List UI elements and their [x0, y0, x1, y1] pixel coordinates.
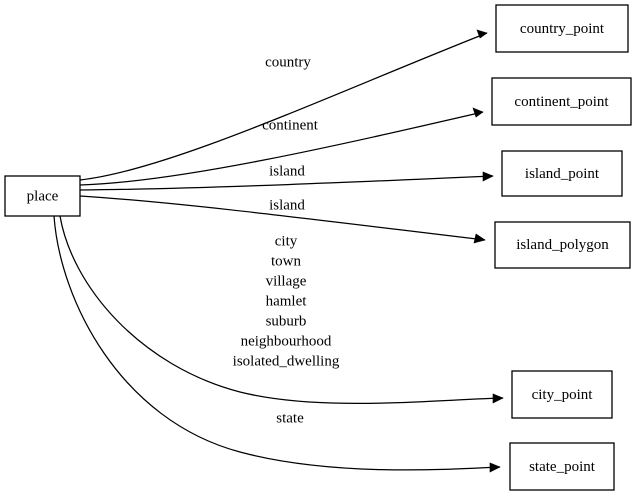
edge-label-city-line-6: isolated_dwelling [233, 353, 340, 369]
edge-label-city-line-0: city [275, 233, 298, 249]
edge-label-country: country [265, 54, 311, 70]
node-city-point-label: city_point [532, 387, 594, 403]
edge-arrowhead-island-polygon [473, 233, 486, 244]
node-island-point-label: island_point [525, 166, 600, 182]
edge-label-city-line-3: hamlet [266, 293, 308, 309]
node-place-label: place [27, 188, 59, 204]
edge-path-city [59, 215, 504, 404]
edge-place-to-country-point [79, 29, 488, 181]
edge-label-city-line-2: village [266, 273, 307, 289]
node-country-point-rect[interactable] [495, 4, 629, 53]
node-island-point[interactable]: island_point [501, 150, 623, 197]
edge-place-to-continent-point [79, 107, 484, 186]
edge-place-to-island-point [79, 171, 494, 191]
node-country-point[interactable]: country_point [495, 4, 629, 53]
edge-label-city-line-1: town [271, 253, 302, 269]
edge-arrowhead-island-point [482, 171, 494, 182]
node-state-point[interactable]: state_point [509, 442, 615, 491]
node-state-point-rect[interactable] [509, 442, 615, 491]
edge-arrowhead-city [492, 393, 504, 404]
edge-label-city-multiline: city town village hamlet suburb neighbou… [233, 233, 340, 369]
node-city-point-rect[interactable] [511, 370, 613, 419]
node-island-polygon-label: island_polygon [516, 237, 609, 253]
edge-place-to-city-point [59, 215, 504, 404]
node-continent-point-rect[interactable] [491, 77, 632, 126]
node-island-polygon-rect[interactable] [494, 221, 631, 269]
edge-label-continent: continent [262, 117, 319, 133]
node-country-point-label: country_point [520, 21, 605, 37]
node-continent-point-label: continent_point [514, 94, 609, 110]
edge-arrowhead-continent [472, 107, 484, 118]
edge-path-island-polygon [79, 195, 486, 241]
node-island-polygon[interactable]: island_polygon [494, 221, 631, 269]
edge-label-city-line-4: suburb [266, 313, 307, 329]
edge-label-island-polygon: island [269, 197, 305, 213]
edge-place-to-state-point [53, 215, 501, 473]
edge-label-city-line-5: neighbourhood [241, 333, 332, 349]
node-continent-point[interactable]: continent_point [491, 77, 632, 126]
node-city-point[interactable]: city_point [511, 370, 613, 419]
edge-label-state: state [276, 410, 304, 426]
edge-path-state [53, 215, 501, 471]
edge-path-continent [79, 111, 484, 186]
node-place[interactable]: place [4, 175, 81, 217]
edge-label-island-point: island [269, 163, 305, 179]
edge-path-country [79, 32, 488, 181]
edge-arrowhead-country [476, 29, 488, 39]
edge-arrowhead-state [489, 462, 501, 473]
node-place-rect[interactable] [4, 175, 81, 217]
node-island-point-rect[interactable] [501, 150, 623, 197]
edge-place-to-island-polygon [79, 195, 486, 244]
node-state-point-label: state_point [529, 459, 596, 475]
edge-path-island-point [79, 175, 494, 191]
